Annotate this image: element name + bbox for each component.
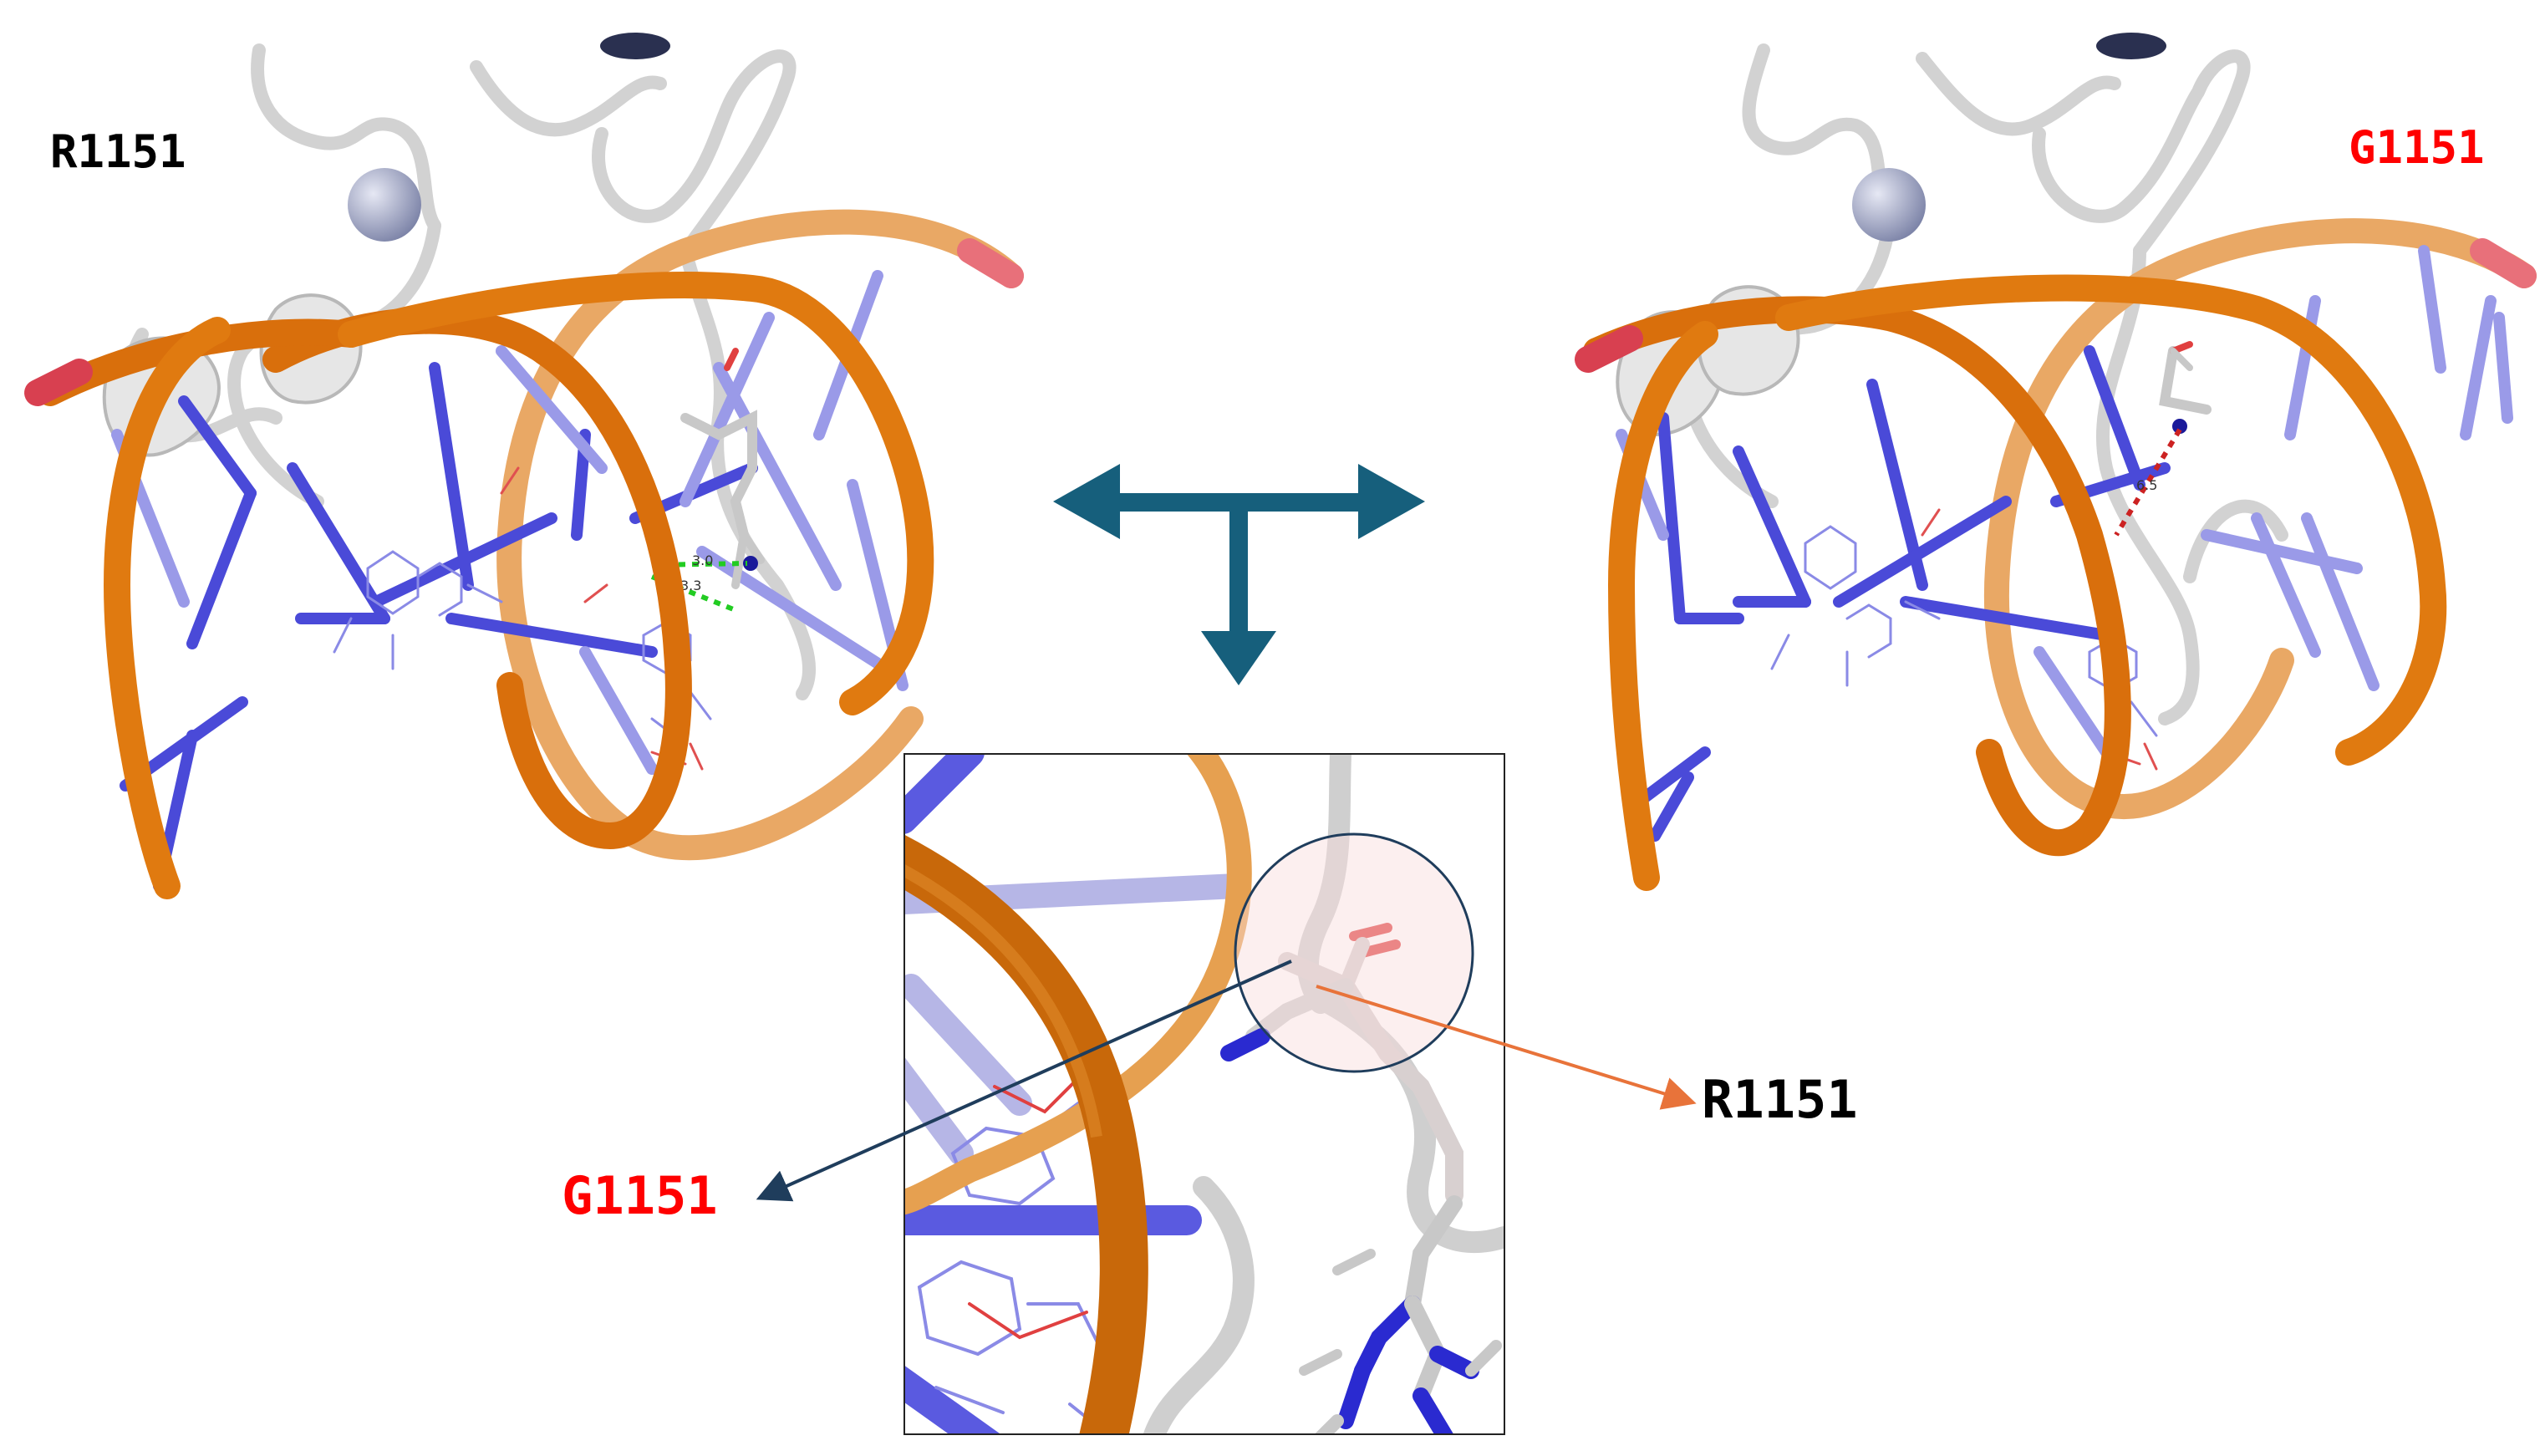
inset-frame (903, 753, 1505, 1435)
inset-backbone-far (904, 754, 1252, 1215)
dna-backbone-near (24, 272, 934, 899)
wildtype-callout-arrow (1316, 985, 1697, 1110)
callout-label-mutant: G1151 (562, 1165, 718, 1226)
inset-zoom (903, 753, 1505, 1435)
mutant-callout-arrow (756, 960, 1292, 1202)
zinc-ion (348, 168, 421, 242)
dna-backbone-far (1983, 218, 2537, 819)
residue-sidechain (680, 348, 765, 589)
inset-residue (1220, 923, 1502, 1434)
t-arrow (1053, 464, 1425, 685)
panel-label-right: G1151 (2349, 121, 2485, 174)
inset-backbone-near (904, 834, 1148, 1434)
zinc-ion (1852, 168, 1926, 242)
right-arrowhead-icon (1358, 464, 1425, 539)
highlight-circle (1234, 832, 1474, 1073)
down-arrowhead-icon (1201, 631, 1276, 685)
residue-sidechain (2159, 341, 2212, 434)
callout-arrows (756, 960, 1697, 1202)
vertical-arrow-bar (1229, 501, 1248, 635)
distance-label-1: 6.5 (2136, 477, 2157, 493)
distance-label-1: 3.0 (692, 552, 713, 568)
partial-sphere (2096, 33, 2166, 59)
right-structure-panel: 6.5 G1151 (1575, 33, 2537, 891)
distance-label-2: 3.3 (680, 578, 701, 593)
left-structure-panel: 3.0 3.3 R1151 (24, 33, 1024, 899)
left-arrowhead-icon (1053, 464, 1120, 539)
partial-sphere (600, 33, 670, 59)
panel-label-left: R1151 (50, 125, 186, 178)
callout-label-wildtype: R1151 (1702, 1069, 1858, 1130)
dna-backbone-near (1575, 274, 2447, 891)
dna-bases (1616, 245, 2513, 842)
